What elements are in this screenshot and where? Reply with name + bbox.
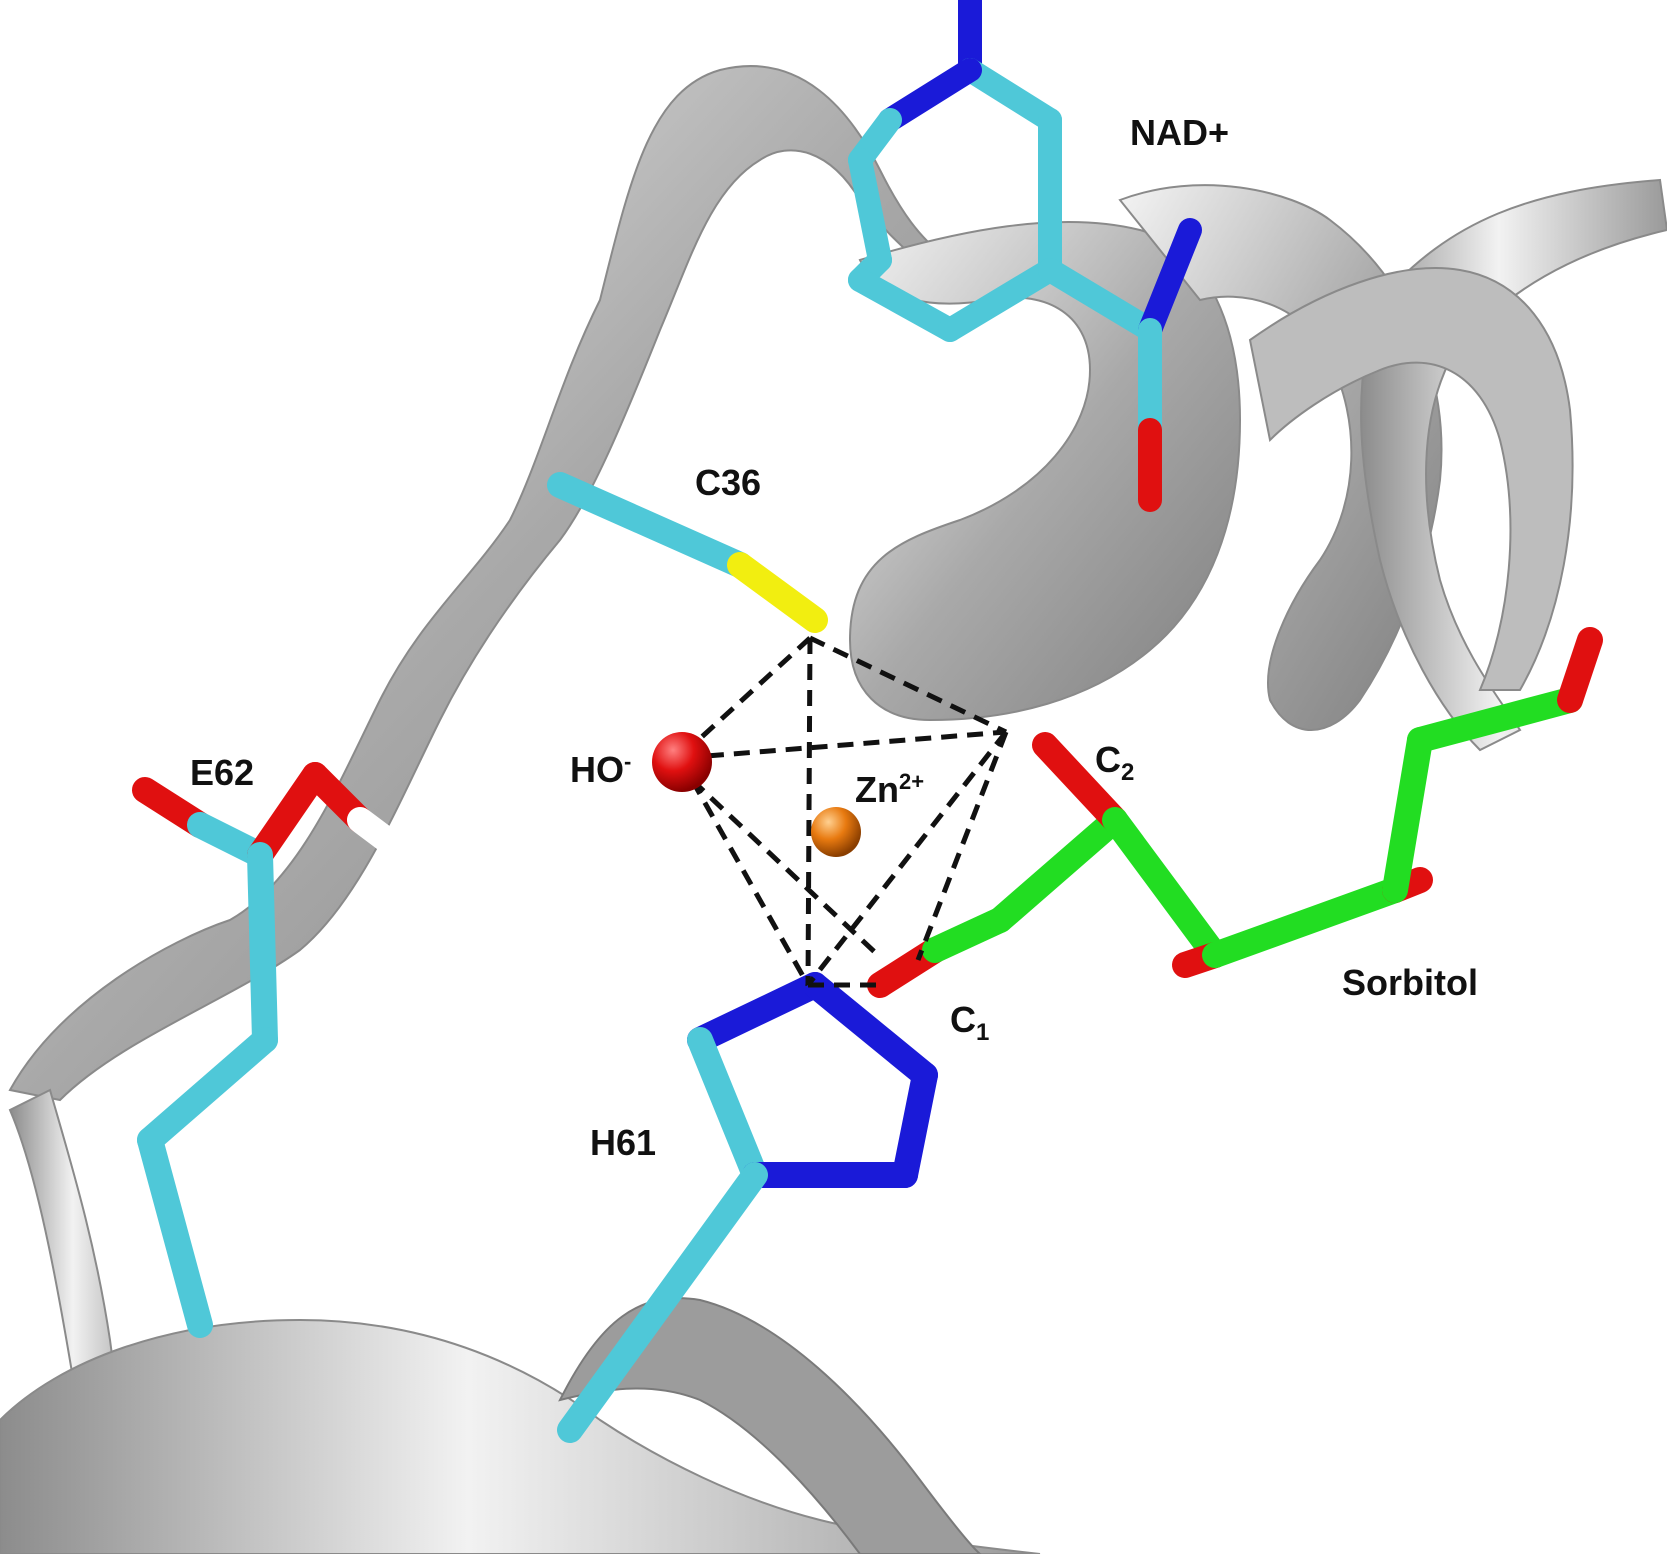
c2-label-text: C [1095,739,1121,780]
zinc-label-charge: 2+ [898,769,925,794]
protein-ribbon [0,65,1667,1554]
c1-label: C1 [950,999,989,1045]
nad-label: NAD+ [1130,112,1230,153]
e62-label: E62 [190,752,255,793]
coordination-lines [680,635,1009,988]
nad-molecule [848,0,1202,512]
e62-residue [132,762,413,1338]
ribbon-helix-coil-4 [1248,267,1574,691]
hydroxide-label: HO- [570,749,632,790]
c36-residue [547,472,828,633]
h61-label: H61 [590,1122,657,1163]
zinc-label-text: Zn [855,769,899,810]
hydroxide-label-charge: - [624,749,632,774]
hydroxide-oxygen-atom [652,732,712,792]
ribbon-left-loop [8,65,962,1102]
zinc-ion [811,807,861,857]
sorbitol-molecule [867,627,1603,998]
c36-label: C36 [695,462,762,503]
hydroxide-label-text: HO [570,749,624,790]
c1-label-index: 1 [976,1019,990,1047]
c1-label-text: C [950,999,976,1040]
sorbitol-label: Sorbitol [1342,962,1478,1003]
c2-label-index: 2 [1121,759,1135,787]
h61-residue [557,972,938,1443]
zinc-label: Zn2+ [855,769,925,810]
c2-label: C2 [1095,739,1134,785]
